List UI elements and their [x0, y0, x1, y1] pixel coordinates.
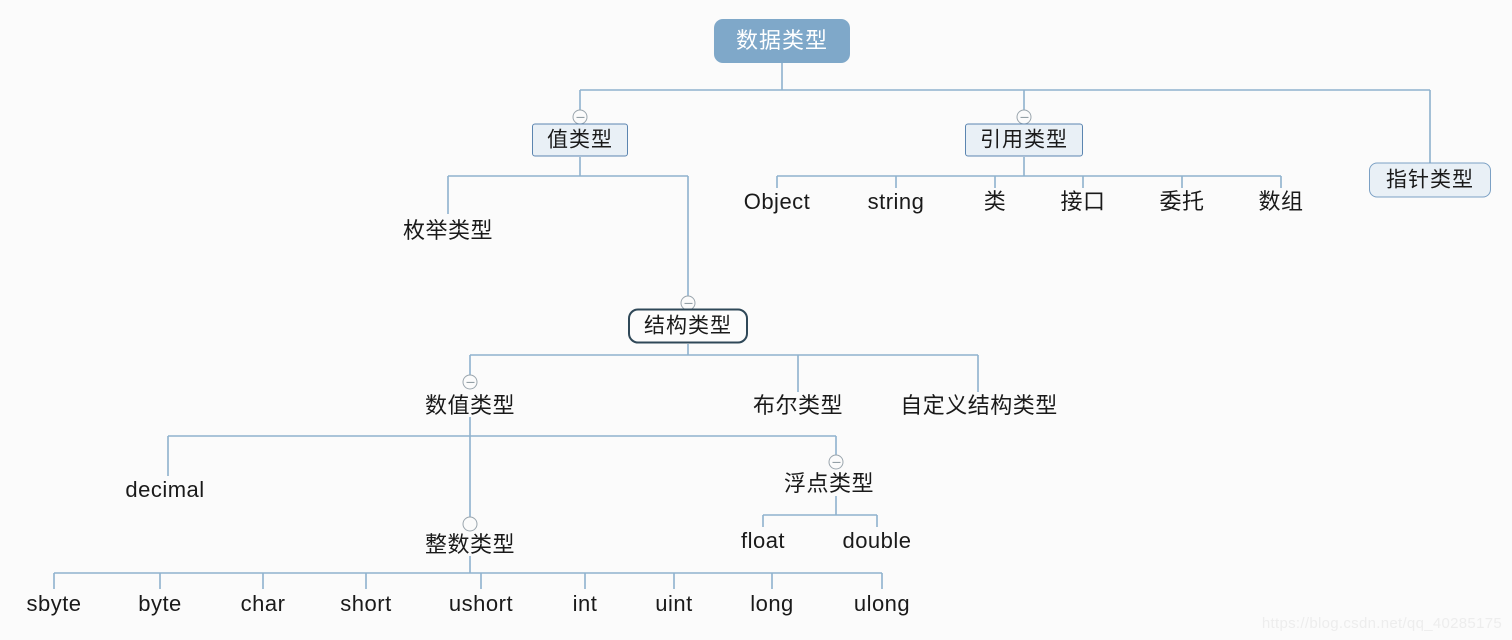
node-numeric-type[interactable]: 数值类型 [424, 393, 516, 418]
collapse-toggle-numeric-type[interactable] [462, 374, 478, 390]
node-float-type[interactable]: 浮点类型 [783, 471, 875, 496]
node-int-ushort[interactable]: ushort [448, 591, 514, 616]
node-struct-type[interactable]: 结构类型 [628, 308, 748, 344]
node-int-sbyte[interactable]: sbyte [26, 591, 82, 616]
node-int-short[interactable]: short [340, 591, 392, 616]
watermark: https://blog.csdn.net/qq_40285175 [1261, 615, 1502, 632]
node-ref-class[interactable]: 类 [983, 189, 1007, 214]
node-bool-type[interactable]: 布尔类型 [752, 393, 844, 418]
expand-toggle-integer-type[interactable] [462, 516, 478, 532]
collapse-toggle-float-type[interactable] [828, 454, 844, 470]
collapse-toggle-value-type[interactable] [572, 109, 588, 125]
node-reference-type[interactable]: 引用类型 [965, 123, 1083, 157]
node-decimal[interactable]: decimal [125, 477, 205, 502]
node-int-char[interactable]: char [240, 591, 286, 616]
node-root-data-type[interactable]: 数据类型 [713, 19, 851, 63]
node-double[interactable]: double [842, 528, 912, 553]
node-int-int[interactable]: int [572, 591, 598, 616]
node-ref-delegate[interactable]: 委托 [1159, 189, 1205, 214]
node-float[interactable]: float [740, 528, 786, 553]
node-ref-object[interactable]: Object [743, 189, 811, 214]
node-int-long[interactable]: long [750, 591, 794, 616]
node-enum-type[interactable]: 枚举类型 [402, 218, 494, 243]
node-int-uint[interactable]: uint [655, 591, 693, 616]
collapse-toggle-reference-type[interactable] [1016, 109, 1032, 125]
node-value-type[interactable]: 值类型 [532, 123, 628, 157]
node-ref-array[interactable]: 数组 [1258, 189, 1304, 214]
node-custom-struct-type[interactable]: 自定义结构类型 [900, 393, 1058, 418]
node-integer-type[interactable]: 整数类型 [424, 532, 516, 557]
node-int-byte[interactable]: byte [138, 591, 182, 616]
node-ref-interface[interactable]: 接口 [1060, 189, 1106, 214]
node-ref-string[interactable]: string [867, 189, 925, 214]
node-int-ulong[interactable]: ulong [853, 591, 911, 616]
node-pointer-type[interactable]: 指针类型 [1369, 162, 1491, 198]
